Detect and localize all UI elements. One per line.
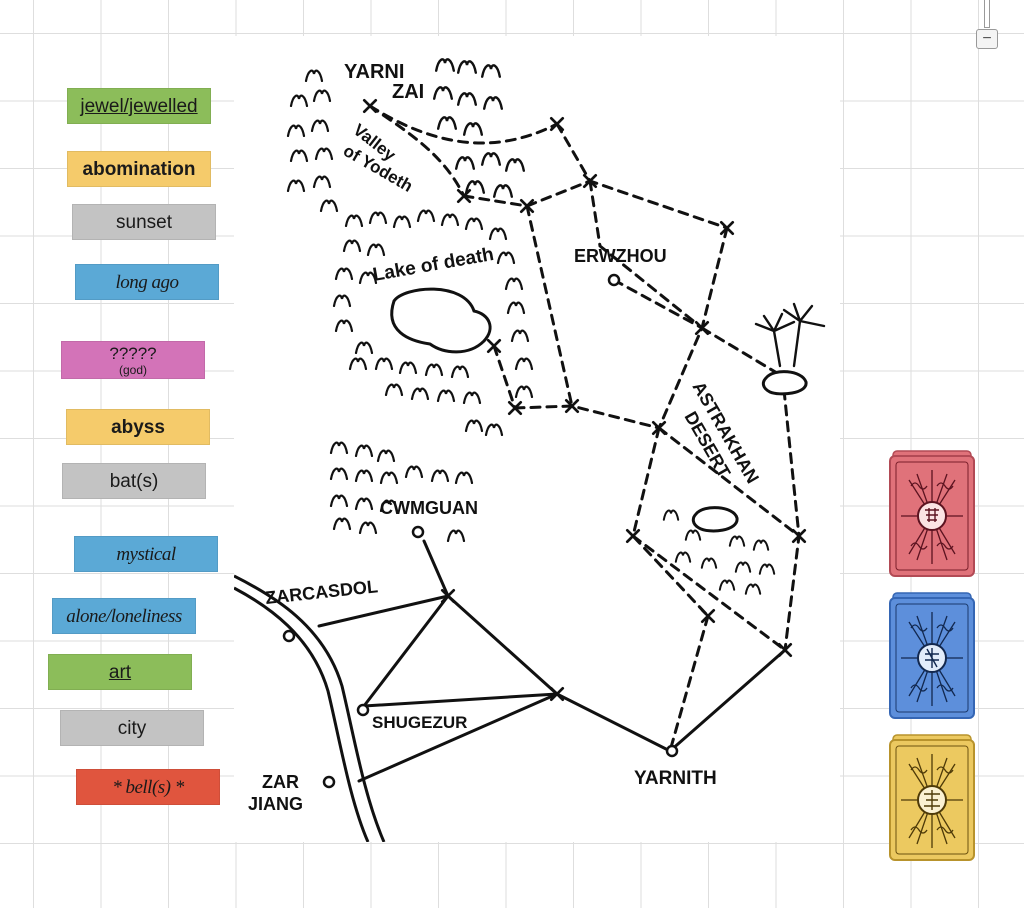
label-yarni-zai-2: ZAI [392,81,424,103]
word-text: long ago [115,271,179,293]
label-erwzhou: ERWZHOU [574,246,667,266]
label-shugezur: SHUGEZUR [372,713,467,732]
word-text: abyss [111,416,165,438]
card-back-icon [889,450,975,577]
word-tile-bats[interactable]: bat(s) [62,463,206,499]
word-tile-sunset[interactable]: sunset [72,204,216,240]
lake-shape [390,287,492,354]
word-tile-alone[interactable]: alone/loneliness [52,598,196,634]
card-back-icon [889,592,975,719]
zoom-slider-track[interactable] [984,0,990,28]
word-text: * bell(s) * [112,776,184,798]
word-text: sunset [116,211,172,233]
map-svg: YARNI ZAI Valley of Yodeth Lake of death… [234,58,826,842]
word-text: mystical [116,543,176,565]
card-stack-blue[interactable] [889,592,975,719]
zoom-out-button[interactable]: − [976,29,998,49]
label-zar: ZAR [262,772,299,792]
label-lake-of-death: Lake of death [371,244,495,286]
word-tile-city[interactable]: city [60,710,204,746]
minus-icon: − [982,30,992,47]
label-zarcasdol: ZARCASDOL [264,576,378,608]
card-back-icon [889,734,975,861]
word-text: jewel/jewelled [80,95,198,117]
word-text: bat(s) [109,470,159,492]
word-text: ????? [109,343,157,363]
word-tile-mystical[interactable]: mystical [74,536,218,572]
hand-drawn-map[interactable]: YARNI ZAI Valley of Yodeth Lake of death… [234,36,840,842]
word-tile-jewel[interactable]: jewel/jewelled [67,88,211,124]
word-tile-bells[interactable]: * bell(s) * [76,769,220,805]
word-tile-art[interactable]: art [48,654,192,690]
word-text: art [108,661,132,683]
label-yarnith: YARNITH [634,768,717,789]
label-jiang: JIANG [248,794,303,814]
word-text: abomination [82,158,196,180]
label-yarni-zai-1: YARNI [344,61,404,83]
word-tile-god[interactable]: ????? (god) [61,341,205,379]
label-cwmguan: CWMGUAN [380,498,478,518]
word-subtext: (god) [118,362,147,377]
word-tile-long-ago[interactable]: long ago [75,264,219,300]
card-stack-yellow[interactable] [889,734,975,861]
word-text: city [117,717,147,739]
word-text: alone/loneliness [66,605,182,627]
word-tile-abyss[interactable]: abyss [66,409,210,445]
zoom-control[interactable]: − [976,0,998,52]
card-stack-red[interactable] [889,450,975,577]
word-tile-abomination[interactable]: abomination [67,151,211,187]
